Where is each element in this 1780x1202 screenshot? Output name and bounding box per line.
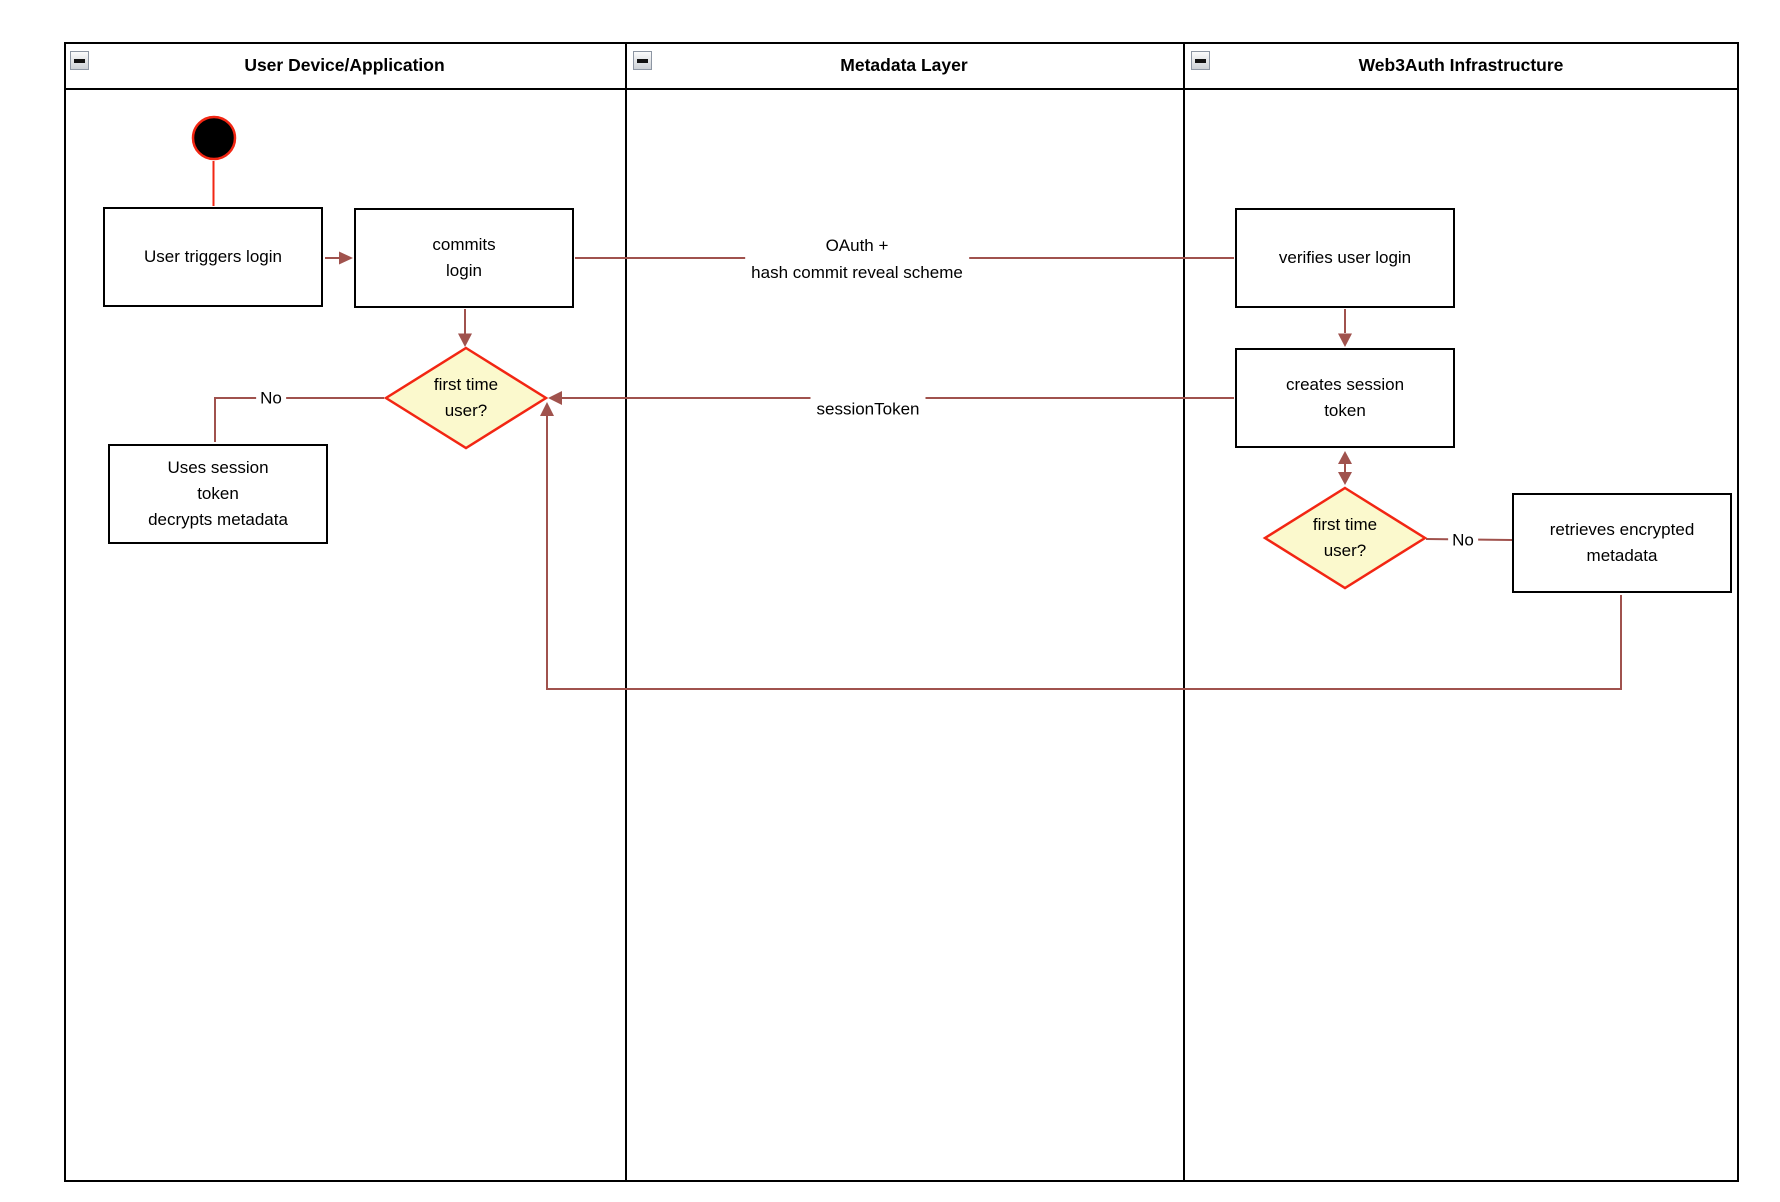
- node-label: commits login: [432, 235, 496, 280]
- arrowhead-down: [1338, 333, 1352, 347]
- lane-title-user-device: User Device/Application: [244, 54, 445, 75]
- node-verifies-user-login[interactable]: verifies user login: [1235, 208, 1455, 308]
- collapse-lane-button[interactable]: [1191, 51, 1210, 70]
- lane-divider-1: [625, 42, 627, 1182]
- node-label: Uses session token decrypts metadata: [148, 458, 288, 529]
- node-uses-session-token[interactable]: Uses session token decrypts metadata: [108, 444, 328, 544]
- collapse-lane-button[interactable]: [633, 51, 652, 70]
- node-retrieves-encrypted-metadata[interactable]: retrieves encrypted metadata: [1512, 493, 1732, 593]
- lane-title-metadata-layer: Metadata Layer: [840, 54, 968, 75]
- edge-no-to-uses-session: [214, 397, 384, 442]
- node-commits-login[interactable]: commits login: [354, 208, 574, 308]
- lane-divider-2: [1183, 42, 1185, 1182]
- decision-first-time-user-left[interactable]: [383, 346, 549, 450]
- lane-header-strip: [64, 42, 1739, 90]
- collapse-lane-button[interactable]: [70, 51, 89, 70]
- arrowhead-down: [1338, 472, 1352, 485]
- minus-icon: [637, 58, 648, 63]
- decision-first-time-user-right[interactable]: [1262, 486, 1428, 590]
- swimlane-frame: [64, 42, 1739, 1182]
- edge-label-oauth: OAuth + hash commit reveal scheme: [745, 231, 969, 287]
- node-label: verifies user login: [1278, 248, 1412, 267]
- node-label: retrieves encrypted metadata: [1549, 520, 1695, 565]
- edge-return-path: [546, 414, 1622, 690]
- edge-label-no-right: No: [1448, 525, 1478, 555]
- edge-label-no-left: No: [256, 383, 286, 413]
- node-creates-session-token[interactable]: creates session token: [1235, 348, 1455, 448]
- arrowhead-up: [1338, 451, 1352, 464]
- node-label: creates session token: [1285, 375, 1405, 420]
- node-label: User triggers login: [144, 247, 282, 266]
- arrowhead-up: [540, 402, 554, 416]
- arrowhead-left: [548, 391, 562, 405]
- node-user-triggers-login[interactable]: User triggers login: [103, 207, 323, 307]
- minus-icon: [74, 58, 85, 63]
- edge-label-session-token: sessionToken: [810, 394, 926, 424]
- decision-label: first time user?: [1312, 515, 1378, 560]
- lane-title-web3auth: Web3Auth Infrastructure: [1358, 54, 1564, 75]
- decision-label: first time user?: [433, 375, 499, 420]
- minus-icon: [1195, 58, 1206, 63]
- arrowhead-down: [458, 333, 472, 347]
- arrowhead-right: [339, 251, 353, 265]
- initial-node[interactable]: [191, 115, 237, 161]
